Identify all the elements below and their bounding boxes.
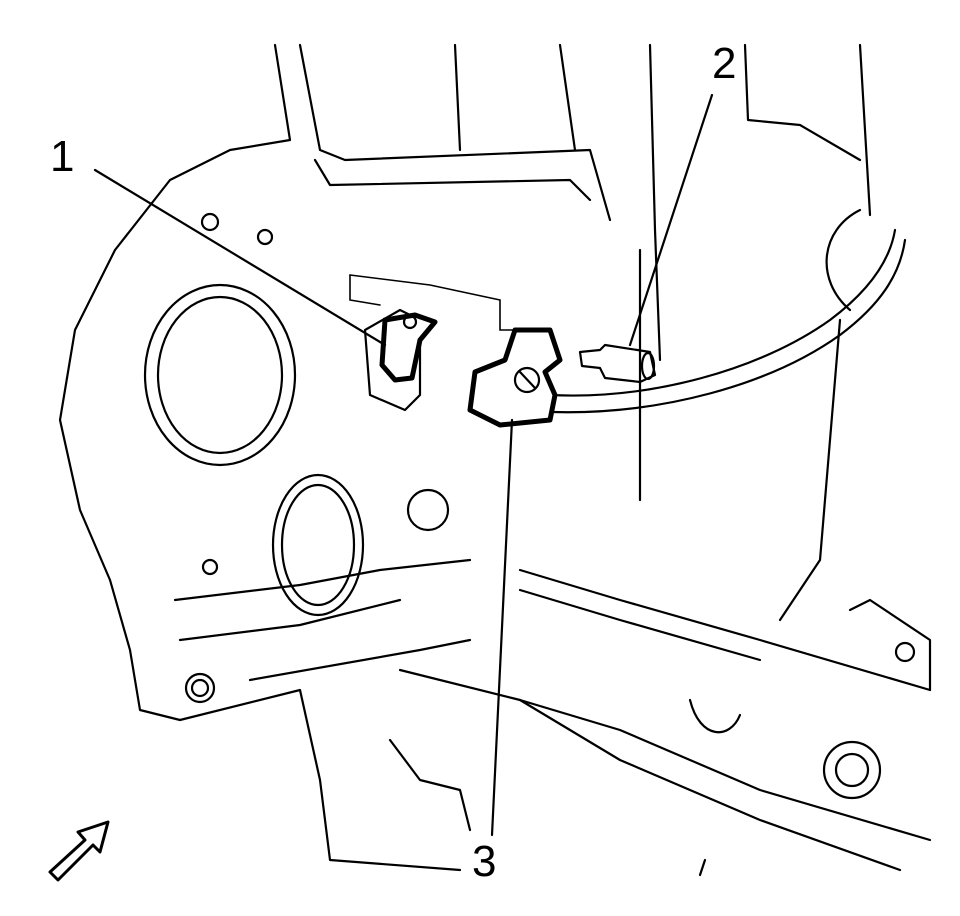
callout-1: 1 (50, 132, 75, 181)
leader-line-3 (490, 418, 514, 837)
callout-2: 2 (712, 39, 737, 88)
sensor-component (363, 308, 438, 412)
bolt-component (578, 343, 657, 384)
leader-line-1 (93, 168, 387, 347)
callout-3: 3 (472, 837, 497, 886)
connector-component (467, 228, 907, 428)
engine-housing (58, 43, 932, 877)
leader-line-2 (628, 93, 714, 347)
view-direction-arrow-icon (48, 820, 110, 882)
